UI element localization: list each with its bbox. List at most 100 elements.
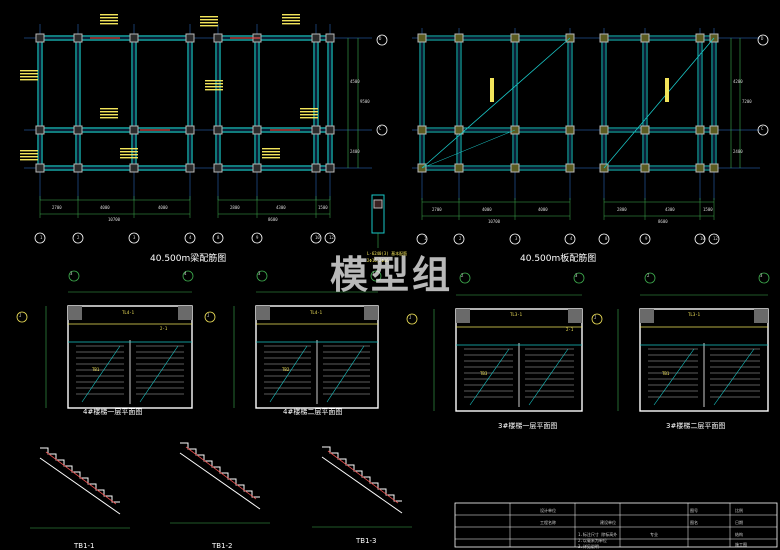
axis-label-b8: 12 [329,235,334,240]
axis-label-b5: 8 [217,235,220,240]
title-block-note-3: 3.详见说明 [578,544,599,549]
slab-column [599,125,609,135]
beam-annotation-mark [282,20,300,22]
beam-column [73,163,83,173]
axis-label-stair-6: 3 [575,273,578,278]
slab-diagonal [421,37,571,169]
slab-dim-1: 2700 [432,207,442,212]
beam-annotation-mark [20,150,38,152]
watermark: 模型组 [330,253,454,297]
stair4-f1-wall [67,305,193,409]
slab-column [695,125,705,135]
beam-axis-bubble [128,232,140,244]
slab-column [709,125,719,135]
beam-row-bubble [376,124,388,136]
beam-axis-bubble [34,232,46,244]
title-block-row-7: 比例 [735,508,743,513]
title-block-row-4: 专业 [650,532,658,537]
beam-side-dim-2: 2400 [350,149,360,154]
beam-side-dim-3: 9500 [360,99,370,104]
beam-annotation-mark [100,114,118,116]
axis-label-s8: 12 [713,236,718,241]
stair-tb-label-3: TB3 [480,371,488,376]
beam-column [35,125,45,135]
beam-annotation-mark [300,111,318,113]
stair-pt-label-1: 2-1 [160,326,168,331]
beam-annotation-mark [205,86,223,88]
stair3-f2-arrow [713,348,755,406]
tb1-3-rebar [327,450,399,504]
beam-plan-title: 40.500m梁配筋图 [150,254,227,264]
beam-annotation-mark [100,108,118,110]
beam-dim-3: 4000 [158,205,168,210]
beam-annotation-mark [262,151,280,153]
stair-tb-label-4: TB1 [662,371,670,376]
beam-annotation-mark [200,25,218,27]
axis-label-row-j-4: J [594,315,597,320]
slab-column [454,163,464,173]
beam-axis-bubble [184,232,196,244]
stair4-f1-arrow [139,345,179,403]
stair3-f1-wall [455,308,583,412]
stair-row-bubble [406,313,418,325]
beam-column [35,33,45,43]
beam-column [73,125,83,135]
slab-column [695,163,705,173]
axis-label-row-c-2: C [761,126,764,131]
axis-label-b7: 10 [315,235,320,240]
section-detail-core [373,199,383,209]
beam-column [325,163,335,173]
tb1-3-soffit [321,456,403,514]
slab-row-bubble [757,34,769,46]
stair3-f2-wall [639,308,769,412]
beam-annotation-mark [282,23,300,25]
title-block-note-1: 1.标注尺寸 除标高外 [578,532,618,537]
axis-label-s2: 2 [459,236,462,241]
slab-side-dim-2: 2400 [733,149,743,154]
stair-row-bubble [204,311,216,323]
beam-annotation-mark [20,156,38,158]
stair4-f2-column [256,306,270,320]
stair4-f2-wall [255,305,379,409]
beam-annotation-mark [262,154,280,156]
section-tb1-1-title: TB1-1 [74,542,95,550]
slab-dim-4: 2800 [617,207,627,212]
beam-annotation-mark [100,14,118,16]
section-detail-sub: 2Φ16;2Φ16 [367,258,389,263]
title-block-row-5: 图名 [690,520,698,525]
slab-axis-bubble [598,233,610,245]
title-block-row-8: 日期 [735,520,743,525]
section-tb1-3-title: TB1-3 [356,537,377,545]
stair3-f2-column [640,309,654,323]
stair-tl-label-3: TL3-1 [510,312,523,317]
beam-annotation-mark [300,108,318,110]
stair3-floor2-title: 3#楼梯二层平面图 [666,422,726,430]
beam-annotation-mark [205,80,223,82]
stair-axis-bubble [182,270,194,282]
slab-plan-title: 40.500m板配筋图 [520,254,597,264]
beam-annotation-mark [262,157,280,159]
stair3-f1-column [568,309,582,323]
beam-column [311,125,321,135]
beam-annotation-mark [282,17,300,19]
tb1-2-rebar [185,446,257,500]
title-block-row-1: 设计单位 [540,508,556,513]
slab-column [709,163,719,173]
stair-row-bubble [16,311,28,323]
beam-dim-2: 4000 [100,205,110,210]
axis-label-row-c-1: C [379,126,382,131]
title-block-frame [454,502,778,548]
beam-annotation-mark [120,154,138,156]
title-block-row-6: 图号 [690,508,698,513]
slab-annotation-mark [490,78,494,102]
stair4-f2-arrow [326,345,365,403]
slab-column [640,125,650,135]
slab-column [695,33,705,43]
stair3-f1-column [456,309,470,323]
stair4-f1-column [68,306,82,320]
beam-annotation-mark [20,70,38,72]
axis-label-s7: 10 [700,236,705,241]
beam-axis-bubble [212,232,224,244]
stair-tb-label-1: TB1 [92,367,100,372]
